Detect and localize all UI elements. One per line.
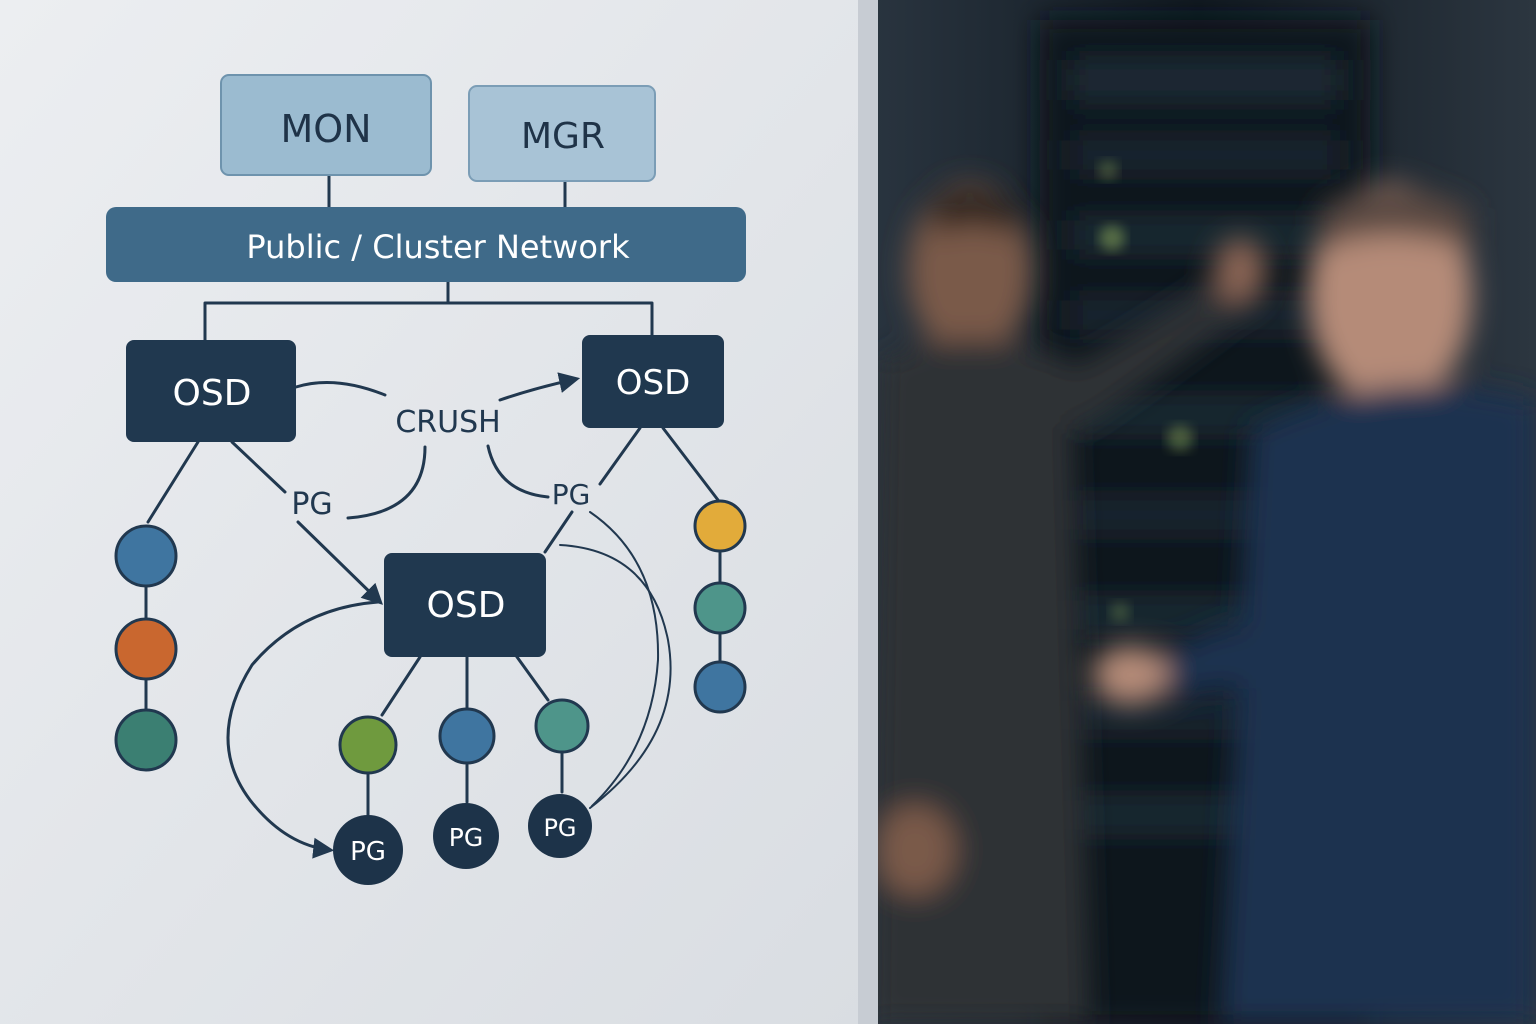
pg-node bbox=[333, 815, 403, 885]
crush-label: CRUSH bbox=[395, 405, 500, 440]
mon-label: MON bbox=[280, 107, 371, 151]
node-blue bbox=[693, 660, 747, 714]
server-room-background bbox=[860, 0, 1536, 1024]
whiteboard-edge bbox=[858, 0, 878, 1024]
server-led bbox=[1099, 225, 1125, 251]
node-seafoam bbox=[693, 581, 747, 635]
osd-right-label: OSD bbox=[616, 363, 691, 403]
left-node-chain bbox=[114, 524, 178, 772]
server-led bbox=[1110, 602, 1130, 622]
mgr-box: MGR bbox=[468, 85, 656, 182]
osd-box-left: OSD bbox=[126, 340, 296, 442]
pg-label-right: PG bbox=[552, 478, 591, 511]
center-node-row bbox=[338, 698, 590, 775]
server-led bbox=[1167, 425, 1193, 451]
person-left bbox=[870, 182, 1266, 1024]
pg-node bbox=[528, 794, 592, 858]
node-orange bbox=[114, 617, 178, 681]
mgr-label: MGR bbox=[521, 116, 605, 157]
pg-node bbox=[433, 803, 499, 869]
person-right bbox=[1092, 183, 1536, 1024]
mon-box: MON bbox=[220, 74, 432, 176]
connector-lines bbox=[144, 173, 722, 859]
node-teal bbox=[114, 708, 178, 772]
network-bar: Public / Cluster Network bbox=[106, 207, 746, 282]
server-led bbox=[1098, 160, 1118, 180]
pg-node-label: PG bbox=[449, 823, 483, 852]
right-node-chain bbox=[693, 499, 747, 714]
pg-node-label: PG bbox=[350, 837, 386, 867]
node-blue bbox=[114, 524, 178, 588]
network-label: Public / Cluster Network bbox=[246, 228, 630, 266]
osd-left-label: OSD bbox=[173, 373, 252, 414]
node-blue bbox=[438, 707, 496, 765]
osd-center-label: OSD bbox=[427, 585, 506, 626]
pg-label-left: PG bbox=[291, 487, 332, 522]
pg-node-label: PG bbox=[543, 814, 576, 842]
node-yellow bbox=[693, 499, 747, 553]
node-teal bbox=[534, 698, 590, 754]
pg-nodes: PG PG PG bbox=[333, 794, 592, 885]
node-green bbox=[338, 715, 398, 775]
osd-box-center: OSD bbox=[384, 553, 546, 657]
osd-box-right: OSD bbox=[582, 335, 724, 428]
